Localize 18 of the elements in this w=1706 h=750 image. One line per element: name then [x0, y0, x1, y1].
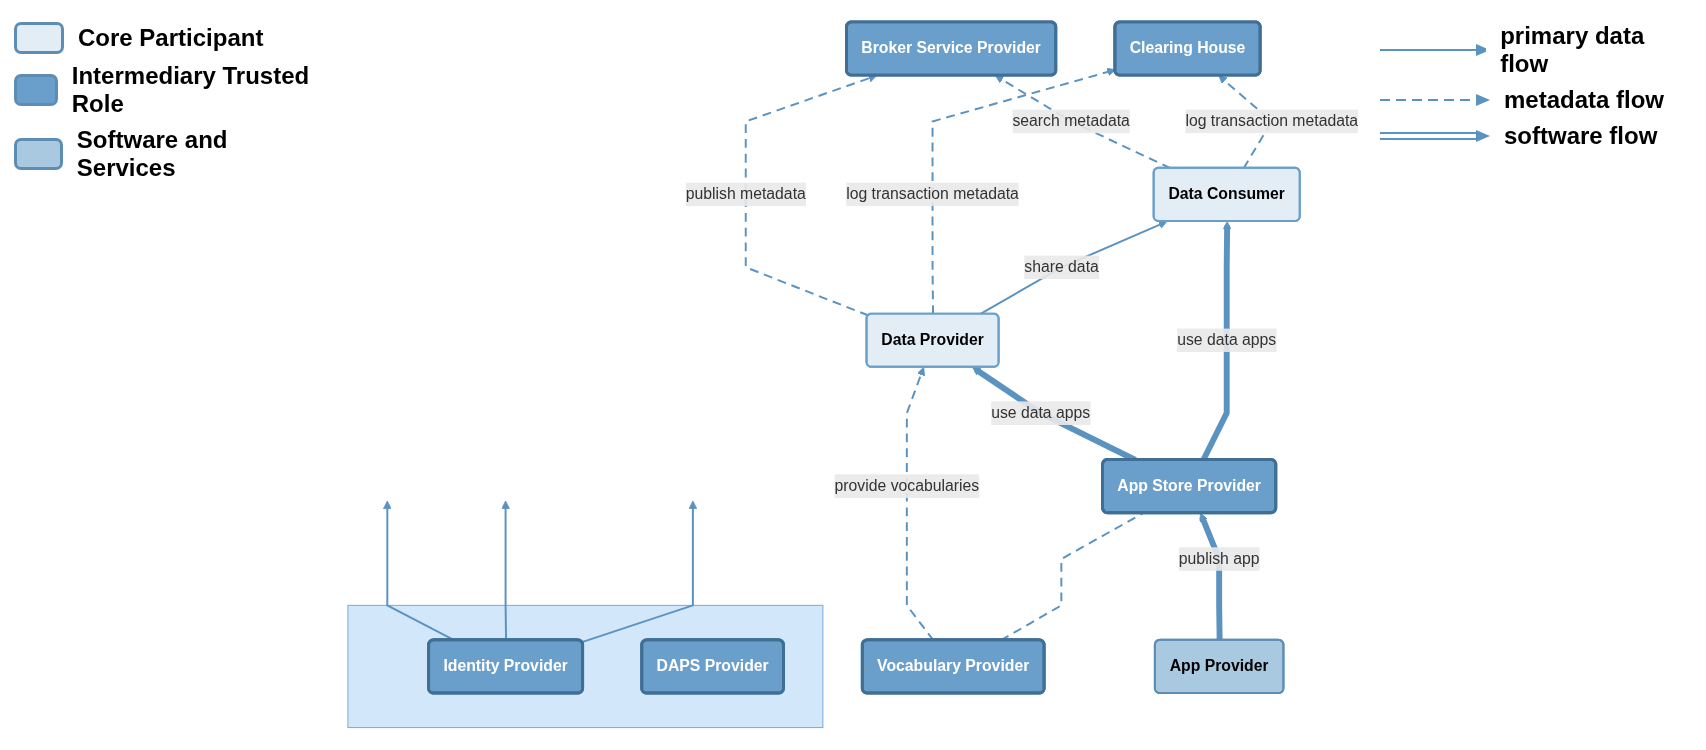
edge-label: publish app [1178, 550, 1260, 568]
legend-label: primary data flow [1500, 22, 1646, 78]
edge-label: share data [1024, 258, 1099, 276]
edge-label: use data apps [1177, 331, 1277, 349]
legend-label: software flow [1504, 122, 1658, 150]
edge-label: log transaction metadata [846, 185, 1019, 203]
arrow [995, 75, 1172, 170]
arrow [581, 500, 698, 644]
edge-label: log transaction metadata [1185, 112, 1359, 130]
edge-label: provide vocabularies [834, 477, 980, 495]
legend-label: Core Participant [78, 24, 264, 52]
legend-label: Software and Services [76, 126, 229, 182]
legend-label: metadata flow [1504, 86, 1665, 114]
edge-label: use data apps [991, 404, 1091, 422]
cluster [347, 605, 824, 729]
edge-label: publish metadata [685, 185, 806, 203]
legend-label: Intermediary Trusted Role [71, 62, 311, 118]
edge-label: search metadata [1012, 112, 1130, 130]
